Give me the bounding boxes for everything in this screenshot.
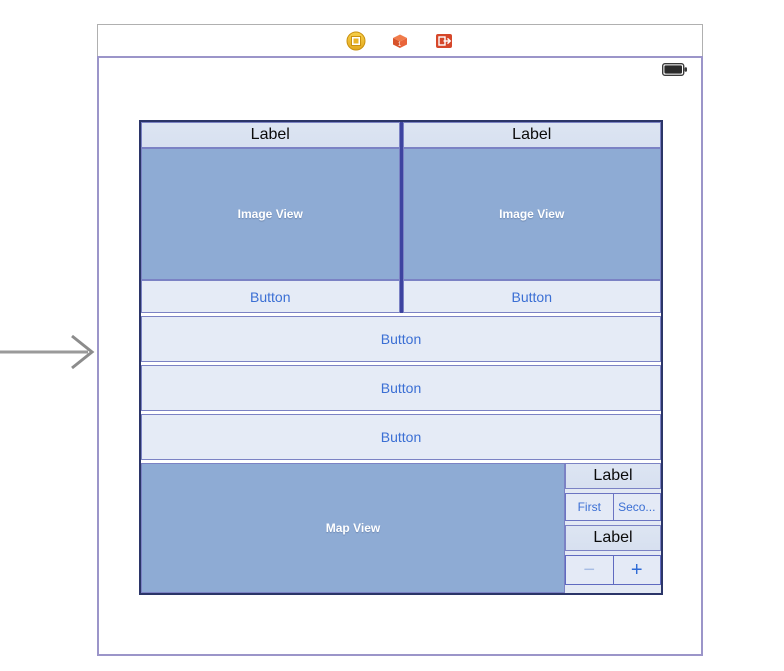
side-label-top[interactable]: Label — [565, 463, 661, 489]
stack-spacing — [141, 460, 661, 463]
map-and-controls-row: Map View Label First Seco... Label − + — [141, 463, 661, 593]
battery-icon — [662, 63, 687, 76]
stack-spacing — [141, 411, 661, 414]
first-responder-icon[interactable]: 1 — [390, 31, 410, 51]
svg-text:1: 1 — [398, 42, 402, 48]
stepper-decrement-button[interactable]: − — [565, 555, 614, 585]
paired-button-left[interactable]: Button — [141, 280, 400, 313]
map-container: Map View — [141, 463, 565, 593]
column-divider — [399, 280, 403, 313]
stack-spacing — [141, 362, 661, 365]
side-label-bottom[interactable]: Label — [565, 525, 661, 551]
image-view-left[interactable]: Image View — [141, 148, 400, 280]
segment-second[interactable]: Seco... — [613, 493, 661, 521]
view-controller-canvas: Label Label Image View Image View — [97, 56, 703, 656]
wide-button-3[interactable]: Button — [141, 414, 661, 460]
stepper-control[interactable]: − + — [565, 555, 661, 585]
top-label-left[interactable]: Label — [141, 122, 400, 148]
label-row: Label Label — [141, 122, 661, 148]
storyboard-entry-point-arrow — [0, 334, 95, 370]
image-view-right[interactable]: Image View — [402, 148, 661, 280]
paired-button-row: Button Button — [141, 280, 661, 313]
segmented-control[interactable]: First Seco... — [565, 493, 661, 521]
wide-button-1[interactable]: Button — [141, 316, 661, 362]
column-divider — [399, 148, 403, 280]
stepper-increment-button[interactable]: + — [613, 555, 661, 585]
exit-segue-icon[interactable] — [434, 31, 454, 51]
view-controller-icon[interactable] — [346, 31, 366, 51]
stack-spacing — [141, 313, 661, 316]
column-divider — [399, 122, 403, 148]
top-label-right[interactable]: Label — [402, 122, 661, 148]
side-control-stack: Label First Seco... Label − + — [565, 463, 661, 593]
map-view[interactable]: Map View — [141, 463, 565, 593]
root-stack-view[interactable]: Label Label Image View Image View — [139, 120, 663, 595]
image-view-row: Image View Image View — [141, 148, 661, 280]
paired-button-right[interactable]: Button — [402, 280, 661, 313]
wide-button-2[interactable]: Button — [141, 365, 661, 411]
scene-dock: 1 — [97, 24, 703, 57]
segment-first[interactable]: First — [565, 493, 614, 521]
